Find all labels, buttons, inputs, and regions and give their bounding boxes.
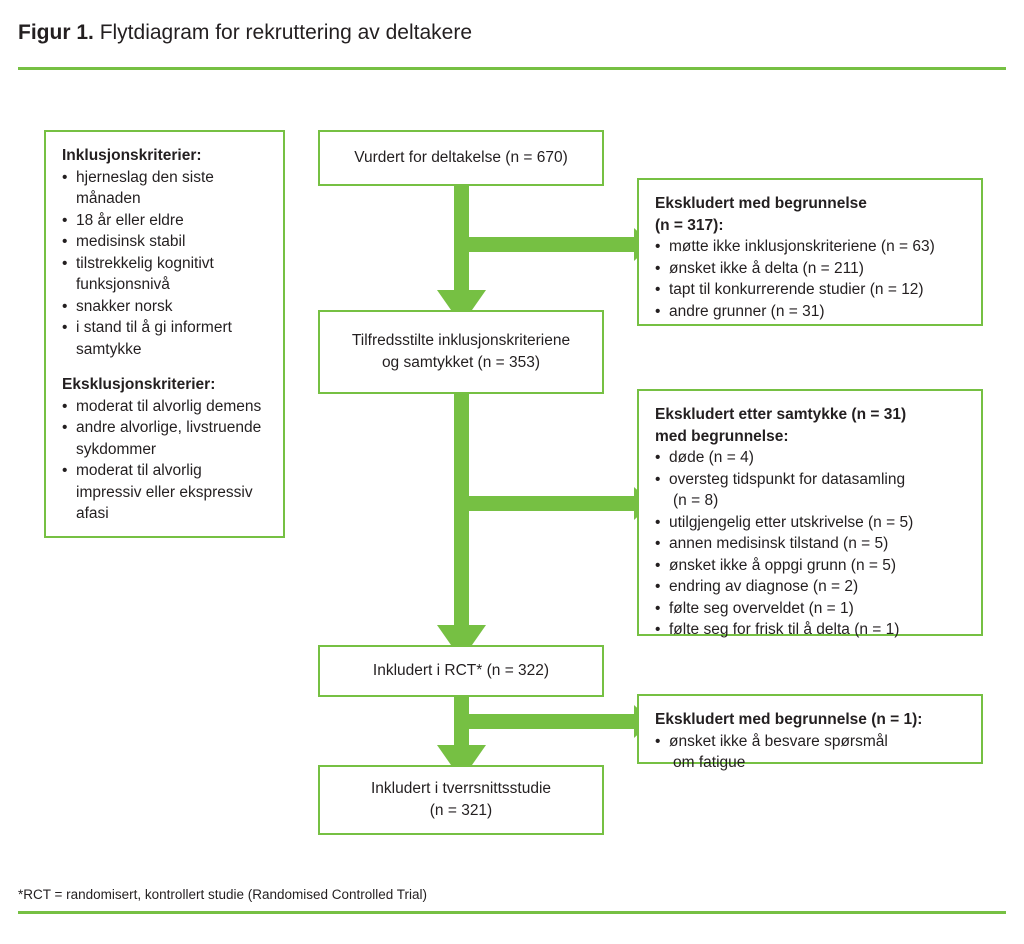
list-item-text: ønsket ikke å besvare spørsmål bbox=[669, 732, 888, 750]
figure-title-text: Flytdiagram for rekruttering av deltaker… bbox=[99, 21, 473, 44]
list-item: ønsket ikke å delta (n = 211) bbox=[655, 258, 967, 280]
excluded-box-1-list: møtte ikke inklusjonskriteriene (n = 63)… bbox=[655, 236, 967, 322]
flow-node-label: Vurdert for deltakelse (n = 670) bbox=[354, 149, 568, 166]
list-item: ønsket ikke å besvare spørsmål om fatigue bbox=[655, 731, 967, 774]
list-item-text: endring av diagnose (n = 2) bbox=[669, 578, 859, 595]
flow-node-label-line1: Tilfredsstilte inklusjonskriteriene bbox=[351, 332, 571, 349]
footer-divider bbox=[18, 911, 1006, 914]
list-item: møtte ikke inklusjonskriteriene (n = 63) bbox=[655, 236, 967, 258]
flow-node-met-criteria: Tilfredsstilte inklusjonskriteriene og s… bbox=[318, 310, 604, 394]
header-divider bbox=[18, 67, 1006, 70]
flow-node-label-line1: Inkludert i tverrsnittsstudie bbox=[370, 780, 552, 797]
flow-node-label-line2: (n = 321) bbox=[429, 802, 493, 819]
excluded-box-1-heading-line2: (n = 317): bbox=[655, 216, 724, 234]
flow-node-label: Tilfredsstilte inklusjonskriteriene og s… bbox=[352, 330, 570, 374]
flow-node-included-cross-sectional: Inkludert i tverrsnittsstudie (n = 321) bbox=[318, 765, 604, 835]
excluded-box-3-heading: Ekskludert med begrunnelse (n = 1): bbox=[655, 711, 923, 728]
page-title: Figur 1. Flytdiagram for rekruttering av… bbox=[18, 20, 472, 46]
list-item-continuation: (n = 8) bbox=[673, 492, 719, 509]
inclusion-criteria-list: hjerneslag den siste månaden 18 år eller… bbox=[62, 167, 269, 361]
list-item-text: døde (n = 4) bbox=[669, 449, 754, 466]
excluded-box-2-heading-line1: Ekskludert etter samtykke (n = 31) bbox=[655, 406, 907, 423]
flow-node-assessed: Vurdert for deltakelse (n = 670) bbox=[318, 130, 604, 186]
excluded-box-3-list: ønsket ikke å besvare spørsmål om fatigue bbox=[655, 731, 967, 774]
exclusion-criteria-heading: Eksklusjonskriterier: bbox=[62, 376, 216, 393]
list-item-text: følte seg for frisk til å delta (n = 1) bbox=[669, 621, 900, 638]
excluded-box-2: Ekskludert etter samtykke (n = 31) med b… bbox=[637, 389, 983, 640]
spacer bbox=[62, 360, 269, 374]
list-item: 18 år eller eldre bbox=[62, 210, 269, 232]
list-item: tilstrekkelig kognitivt funksjonsnivå bbox=[62, 253, 269, 296]
list-item: hjerneslag den siste månaden bbox=[62, 167, 269, 210]
list-item-text: utilgjengelig etter utskrivelse (n = 5) bbox=[669, 513, 914, 531]
excluded-box-2-heading-line2: med begrunnelse: bbox=[655, 427, 789, 445]
list-item: annen medisinsk tilstand (n = 5) bbox=[655, 533, 967, 555]
list-item: døde (n = 4) bbox=[655, 447, 967, 469]
list-item: snakker norsk bbox=[62, 296, 269, 318]
list-item: følte seg overveldet (n = 1) bbox=[655, 598, 967, 620]
list-item: oversteg tidspunkt for datasamling (n = 8… bbox=[655, 469, 967, 512]
list-item-text: annen medisinsk tilstand (n = 5) bbox=[669, 535, 889, 552]
list-item: endring av diagnose (n = 2) bbox=[655, 576, 967, 598]
list-item: i stand til å gi informert samtykke bbox=[62, 317, 269, 360]
list-item: følte seg for frisk til å delta (n = 1) bbox=[655, 619, 967, 641]
list-item-text: oversteg tidspunkt for datasamling bbox=[669, 470, 906, 488]
excluded-box-3: Ekskludert med begrunnelse (n = 1): ønsk… bbox=[637, 694, 983, 771]
exclusion-criteria-list: moderat til alvorlig demens andre alvorl… bbox=[62, 396, 269, 525]
list-item: ønsket ikke å oppgi grunn (n = 5) bbox=[655, 555, 967, 577]
flow-node-label: Inkludert i tverrsnittsstudie (n = 321) bbox=[371, 778, 551, 822]
list-item: moderat til alvorlig demens bbox=[62, 396, 269, 418]
list-item: utilgjengelig etter utskrivelse (n = 5) bbox=[655, 512, 967, 534]
flow-node-label-line2: og samtykket (n = 353) bbox=[381, 354, 541, 371]
list-item-continuation: om fatigue bbox=[673, 754, 746, 771]
footnote: *RCT = randomisert, kontrollert studie (… bbox=[18, 887, 428, 902]
inclusion-criteria-heading: Inklusjonskriterier: bbox=[62, 147, 202, 164]
list-item: medisinsk stabil bbox=[62, 231, 269, 253]
flow-node-included-rct: Inkludert i RCT* (n = 322) bbox=[318, 645, 604, 697]
list-item: andre grunner (n = 31) bbox=[655, 301, 967, 323]
flow-node-label: Inkludert i RCT* (n = 322) bbox=[372, 662, 550, 679]
list-item: tapt til konkurrerende studier (n = 12) bbox=[655, 279, 967, 301]
excluded-box-2-list: døde (n = 4) oversteg tidspunkt for data… bbox=[655, 447, 967, 641]
list-item-text: ønsket ikke å oppgi grunn (n = 5) bbox=[669, 556, 897, 574]
list-item: moderat til alvorlig impressiv eller eks… bbox=[62, 460, 269, 525]
list-item: andre alvorlige, livstruende sykdommer bbox=[62, 417, 269, 460]
excluded-box-1: Ekskludert med begrunnelse (n = 317): mø… bbox=[637, 178, 983, 326]
list-item-text: følte seg overveldet (n = 1) bbox=[669, 599, 854, 617]
criteria-box: Inklusjonskriterier: hjerneslag den sist… bbox=[44, 130, 285, 538]
figure-label: Figur 1. bbox=[18, 21, 94, 44]
excluded-box-1-heading-line1: Ekskludert med begrunnelse bbox=[655, 195, 867, 212]
